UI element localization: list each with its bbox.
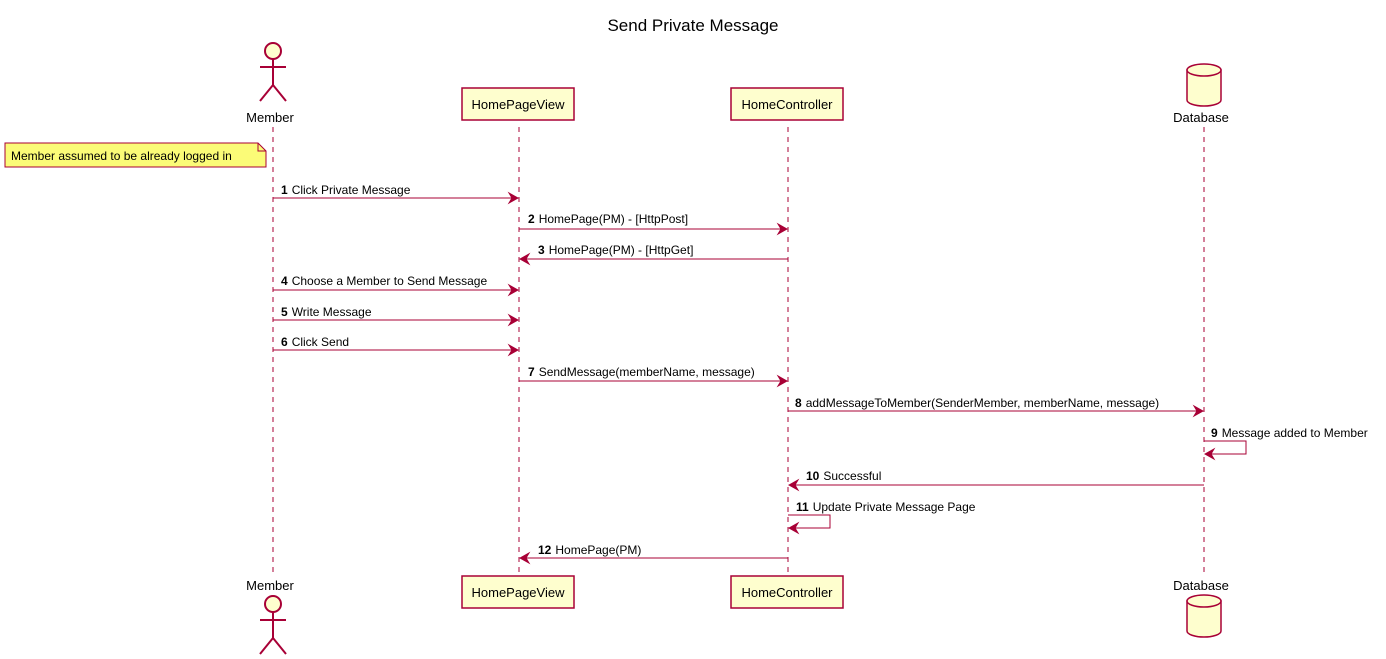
msg-4: 4 Choose a Member to Send Message — [273, 274, 520, 297]
msg-number: 4 — [281, 274, 288, 288]
note-text: Member assumed to be already logged in — [11, 149, 232, 163]
msg-number: 9 — [1211, 426, 1218, 440]
msg-5: 5 Write Message — [273, 305, 520, 327]
database-icon — [1186, 63, 1222, 107]
participant-label-homecontroller-bottom: HomeController — [741, 585, 833, 600]
homepageview-box-top: HomePageView — [461, 87, 575, 121]
homepageview-box-bottom: HomePageView — [461, 575, 575, 609]
msg-7: 7 SendMessage(memberName, message) — [519, 365, 789, 388]
member-actor-bottom: Member — [246, 578, 295, 655]
msg-11: 11 Update Private Message Page — [787, 500, 976, 535]
msg-number: 7 — [528, 365, 535, 379]
actor-icon — [259, 42, 287, 102]
msg-number: 11 — [796, 500, 809, 514]
msg-label: SendMessage(memberName, message) — [539, 365, 755, 379]
msg-label: Update Private Message Page — [813, 500, 976, 514]
msg-1: 1 Click Private Message — [273, 183, 520, 205]
msg-number: 3 — [538, 243, 545, 257]
participant-label-database-top: Database — [1173, 110, 1229, 125]
msg-label: Choose a Member to Send Message — [292, 274, 488, 288]
participant-label-homecontroller-top: HomeController — [741, 97, 833, 112]
participant-label-homepageview-bottom: HomePageView — [472, 585, 566, 600]
msg-number: 12 — [538, 543, 552, 557]
msg-label: addMessageToMember(SenderMember, memberN… — [806, 396, 1159, 410]
msg-number: 2 — [528, 212, 535, 226]
msg-label: Message added to Member — [1222, 426, 1368, 440]
msg-number: 5 — [281, 305, 288, 319]
participant-label-database-bottom: Database — [1173, 578, 1229, 593]
msg-number: 1 — [281, 183, 288, 197]
database-icon — [1186, 594, 1222, 638]
msg-label: Write Message — [292, 305, 372, 319]
participant-label-member-top: Member — [246, 110, 294, 125]
msg-number: 8 — [795, 396, 802, 410]
msg-2: 2 HomePage(PM) - [HttpPost] — [519, 212, 789, 236]
participant-label-member-bottom: Member — [246, 578, 294, 593]
msg-3: 3 HomePage(PM) - [HttpGet] — [518, 243, 788, 266]
msg-label: HomePage(PM) — [555, 543, 641, 557]
msg-label: Click Private Message — [292, 183, 411, 197]
msg-label: HomePage(PM) - [HttpPost] — [539, 212, 688, 226]
database-bottom: Database — [1173, 578, 1229, 638]
homecontroller-box-bottom: HomeController — [730, 575, 844, 609]
homecontroller-box-top: HomeController — [730, 87, 844, 121]
msg-label: Click Send — [292, 335, 349, 349]
diagram-title: Send Private Message — [607, 16, 778, 35]
note: Member assumed to be already logged in — [4, 142, 267, 168]
msg-6: 6 Click Send — [273, 335, 520, 357]
msg-label: Successful — [823, 469, 881, 483]
member-actor-top: Member — [246, 42, 295, 125]
msg-8: 8 addMessageToMember(SenderMember, member… — [788, 396, 1205, 418]
msg-label: HomePage(PM) - [HttpGet] — [549, 243, 694, 257]
actor-icon — [259, 595, 287, 655]
participant-label-homepageview-top: HomePageView — [472, 97, 566, 112]
msg-number: 10 — [806, 469, 820, 483]
msg-9: 9 Message added to Member — [1203, 426, 1368, 461]
msg-number: 6 — [281, 335, 288, 349]
database-top: Database — [1173, 63, 1229, 125]
